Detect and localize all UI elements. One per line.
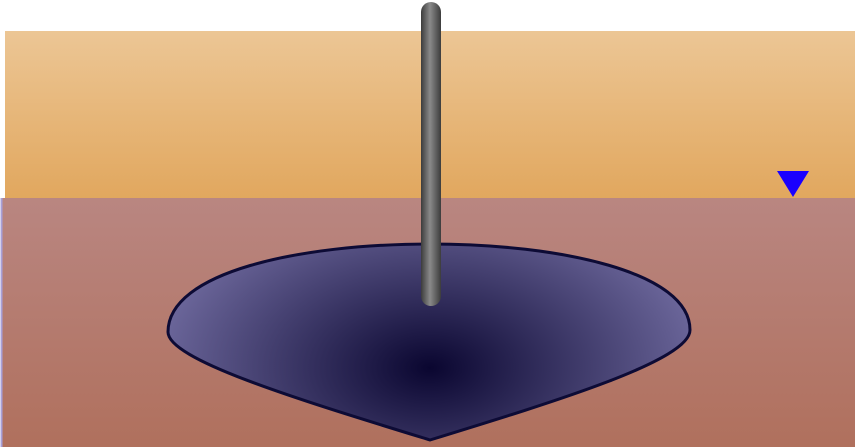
- contaminant-plume: [166, 242, 692, 442]
- monitoring-well: [421, 2, 441, 306]
- triangle-down-icon: [777, 171, 809, 197]
